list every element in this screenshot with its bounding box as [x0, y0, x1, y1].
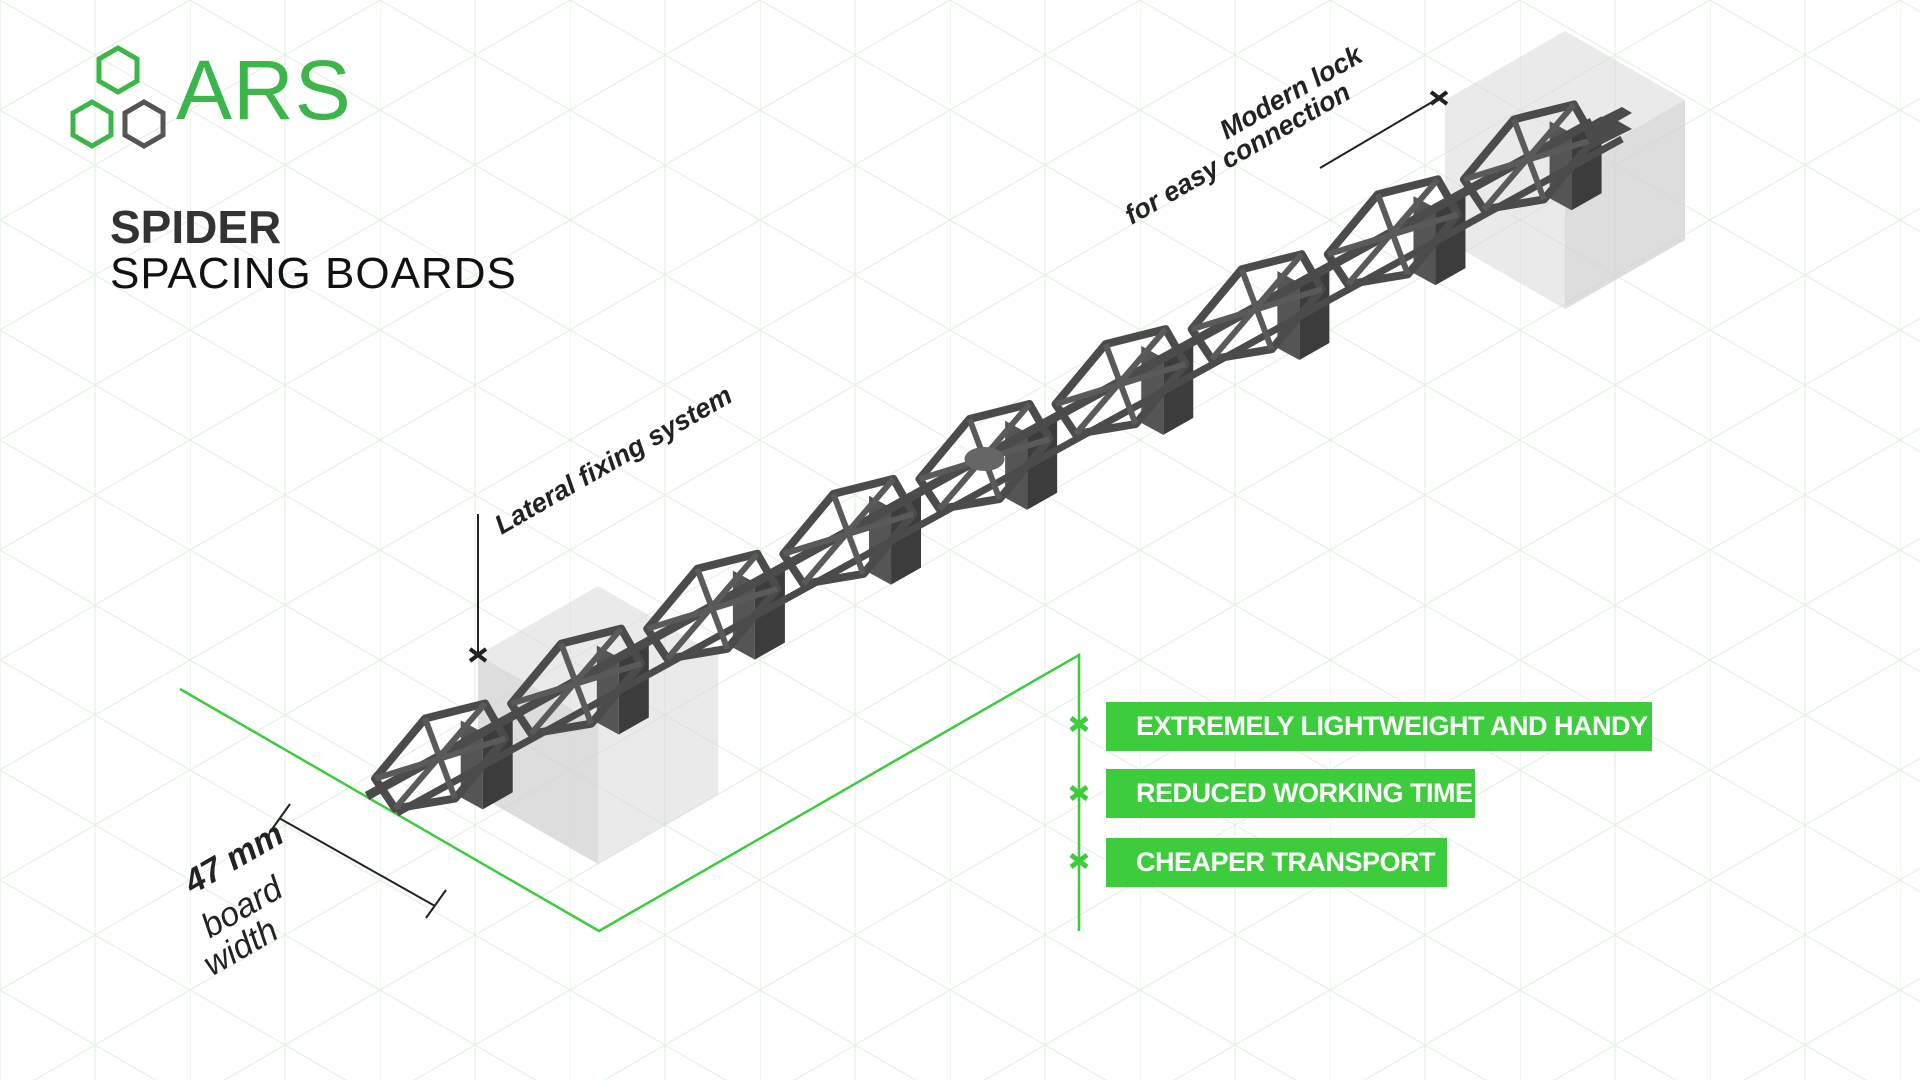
board-truss-brace	[510, 626, 643, 736]
board-truss-brace	[1190, 252, 1323, 362]
feature-transport: CHEAPER TRANSPORT	[1106, 838, 1447, 887]
ars-logo-icon	[70, 45, 166, 149]
board-truss-brace	[1326, 177, 1459, 287]
board-rail	[395, 135, 1624, 817]
feature-markers	[1069, 716, 1089, 869]
feature-working-time: REDUCED WORKING TIME	[1106, 769, 1475, 818]
brand-logo-text: ARS	[176, 43, 352, 137]
board-truss-brace	[374, 701, 506, 811]
feature-lightweight: EXTREMELY LIGHTWEIGHT AND HANDY	[1106, 702, 1652, 751]
board-center-hub	[964, 447, 1005, 471]
highlight-cube-left	[478, 586, 718, 864]
board-truss-brace	[1054, 327, 1187, 437]
spider-spacing-board	[364, 100, 1632, 817]
annotation-lines	[269, 90, 1449, 919]
board-truss-brace	[646, 551, 779, 661]
board-truss-brace	[1463, 102, 1595, 212]
product-subtitle: SPACING BOARDS	[110, 249, 517, 298]
board-truss-brace	[782, 476, 915, 586]
product-title: SPIDER	[110, 201, 282, 253]
board-lock-connector	[1582, 107, 1632, 149]
